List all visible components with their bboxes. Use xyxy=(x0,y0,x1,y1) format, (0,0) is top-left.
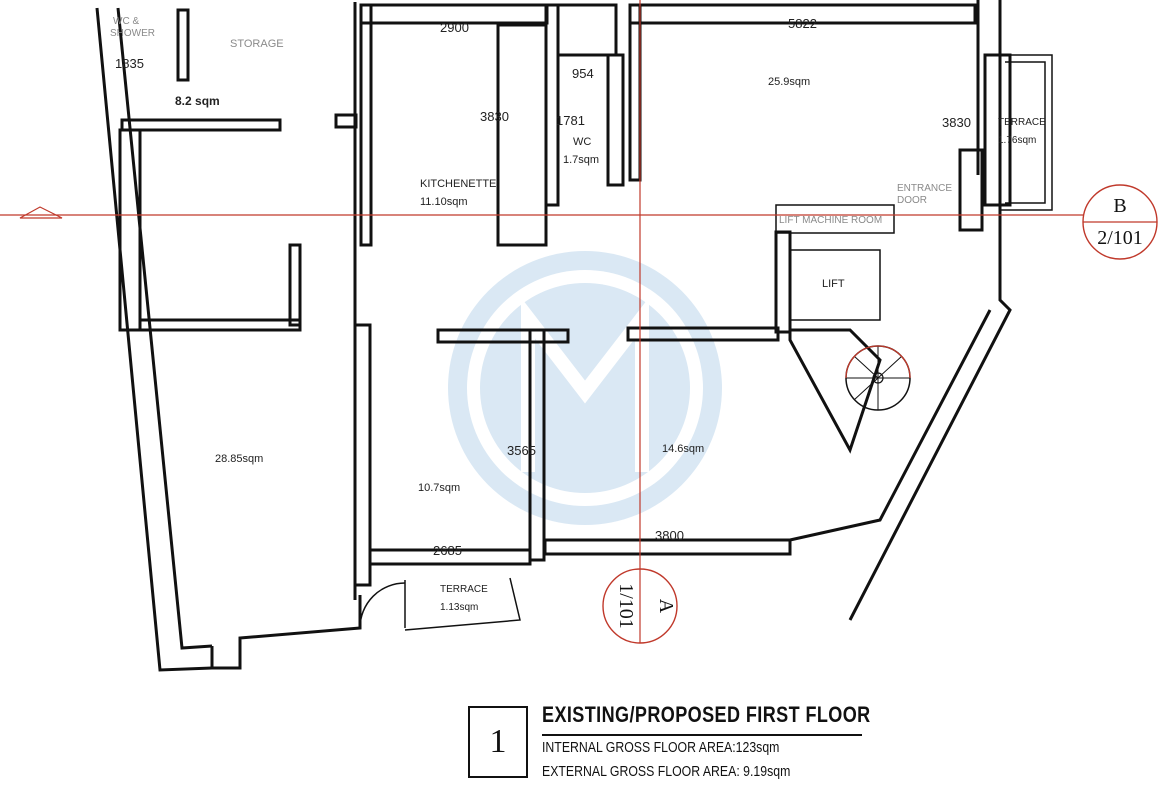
wc-dimension-width: 954 xyxy=(572,66,594,81)
kitchenette-width: 2900 xyxy=(440,20,469,35)
living-area: 25.9sqm xyxy=(768,76,810,88)
wc-dimension-height: 1781 xyxy=(556,113,585,128)
terrace-right-area: 1.76sqm xyxy=(998,135,1036,146)
section-a-letter: A xyxy=(655,599,677,614)
storage-dimension: 1835 xyxy=(115,56,144,71)
terrace-bottom-area: 1.13sqm xyxy=(440,602,478,613)
drawing-title: EXISTING/PROPOSED FIRST FLOOR xyxy=(542,702,871,727)
wc-area: 1.7sqm xyxy=(563,154,599,166)
large-room-area: 28.85sqm xyxy=(215,453,263,465)
room-mid-depth: 3565 xyxy=(507,443,536,458)
storage-label: STORAGE xyxy=(230,38,284,50)
kitchenette-area: 11.10sqm xyxy=(420,196,468,208)
terrace-bottom-name: TERRACE xyxy=(440,584,488,595)
living-depth: 3830 xyxy=(942,115,971,130)
section-line-b: B 2/101 xyxy=(0,184,1158,260)
kitchenette-name: KITCHENETTE xyxy=(420,178,496,190)
wc-shower-label-1: WC & xyxy=(113,16,139,27)
section-a-ref: 1/101 xyxy=(615,583,637,629)
drawing-number: 1 xyxy=(468,706,528,778)
interior-walls xyxy=(118,3,1012,587)
lift-label: LIFT xyxy=(822,278,845,290)
watermark-logo xyxy=(448,251,722,525)
entrance-label-1: ENTRANCE xyxy=(897,183,952,194)
section-line-a: A 1/101 xyxy=(602,0,678,644)
title-rule xyxy=(542,734,862,736)
wc-shower-label-2: SHOWER xyxy=(110,28,155,39)
storage-area: 8.2 sqm xyxy=(175,94,220,108)
title-block: 1 EXISTING/PROPOSED FIRST FLOOR INTERNAL… xyxy=(468,702,871,780)
room-mid-area: 10.7sqm xyxy=(418,482,460,494)
living-width: 5822 xyxy=(788,16,817,31)
terrace-right-name: TERRACE xyxy=(998,117,1046,128)
room-mid-width: 2685 xyxy=(433,543,462,558)
spiral-stair xyxy=(845,345,911,411)
external-area-line: EXTERNAL GROSS FLOOR AREA: 9.19sqm xyxy=(542,763,791,780)
kitchenette-depth: 3830 xyxy=(480,109,509,124)
section-b-letter: B xyxy=(1113,195,1126,217)
terrace-bottom xyxy=(359,577,521,631)
wc-name: WC xyxy=(573,136,591,148)
room-right-width: 3800 xyxy=(655,528,684,543)
room-right-area: 14.6sqm xyxy=(662,443,704,455)
lift-machine-room-label: LIFT MACHINE ROOM xyxy=(779,215,882,226)
internal-area-line: INTERNAL GROSS FLOOR AREA:123sqm xyxy=(542,739,780,756)
entrance-label-2: DOOR xyxy=(897,195,927,206)
terrace-right xyxy=(1000,54,1053,211)
section-b-ref: 2/101 xyxy=(1097,227,1143,249)
